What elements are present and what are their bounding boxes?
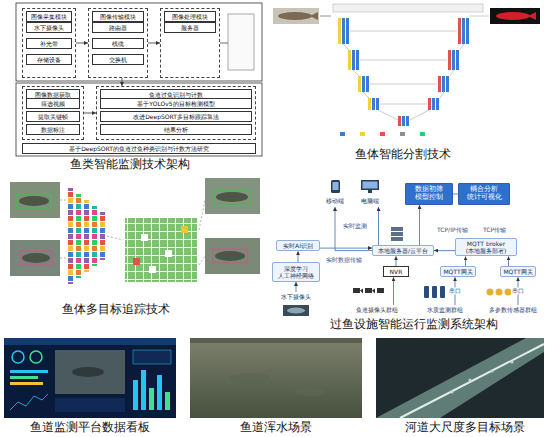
node-text: 图像处理模块 bbox=[164, 11, 216, 22]
node-text: MQTT网关 bbox=[503, 268, 532, 275]
process-box: 改进DeepSORT多目标跟踪算法 bbox=[100, 111, 252, 122]
node-text: NVR bbox=[390, 268, 403, 275]
figure-caption: 鱼类智能监测技术架构 bbox=[70, 158, 190, 172]
process-box: 存储设备 bbox=[26, 54, 72, 65]
gateway-box: MQTT网关 bbox=[500, 266, 536, 277]
connector bbox=[84, 113, 96, 114]
device-label: 电脑端 bbox=[355, 195, 385, 207]
connector bbox=[335, 207, 372, 251]
node-text: 提取关键帧 bbox=[38, 113, 68, 120]
figure-caption: 鱼体多目标追踪技术 bbox=[62, 303, 170, 317]
node-text: 移动端 bbox=[326, 197, 344, 204]
gateway-box: MQTT网关 bbox=[440, 266, 476, 277]
node-text: 基于YOLOv5的目标检测模型 bbox=[137, 100, 214, 107]
process-box: 服务器 bbox=[164, 22, 216, 33]
connector bbox=[419, 205, 420, 245]
service-box: 深度学习 人工神经网络 bbox=[272, 262, 320, 282]
node-text: 筛选视频 bbox=[41, 100, 65, 107]
process-box: 路由器 bbox=[92, 22, 144, 33]
figure-caption: 鱼体智能分割技术 bbox=[355, 148, 451, 162]
connector bbox=[434, 250, 455, 251]
process-box: 交换机 bbox=[92, 54, 144, 65]
node-text: 服务器 bbox=[181, 24, 199, 31]
node-text: 深度学习 人工神经网络 bbox=[275, 265, 317, 279]
node-text: 电脑端 bbox=[361, 197, 379, 204]
connector bbox=[320, 248, 372, 249]
node-text: 结果分析 bbox=[164, 126, 188, 133]
node-text: 水下摄像头 bbox=[34, 24, 64, 31]
broker-box: MQTT broker (本地服务部署) bbox=[455, 238, 517, 256]
connector bbox=[148, 43, 160, 44]
process-box: 筛选视频 bbox=[26, 98, 80, 109]
connector bbox=[122, 78, 123, 86]
node-text: 水下摄像头 bbox=[281, 293, 311, 300]
figure-caption: 鱼道浑水场景 bbox=[240, 421, 312, 435]
module-group: 图像采集模块水下摄像头补光带存储设备 bbox=[22, 8, 76, 78]
service-box: 实时AI识别 bbox=[276, 240, 320, 251]
nvr-box: NVR bbox=[383, 266, 409, 277]
node-text: 水质监测群组 bbox=[427, 306, 463, 313]
module-group: 图像传输模块路由器线缆交换机 bbox=[88, 8, 148, 78]
node-text: 改进DeepSORT多目标跟踪算法 bbox=[133, 113, 219, 120]
connector bbox=[378, 207, 379, 245]
link-label: TCP/IP传输 bbox=[436, 226, 469, 233]
link-label: TCP传输 bbox=[482, 226, 507, 233]
link-label: 实时数据传输 bbox=[325, 256, 363, 263]
node-text: MQTT broker (本地服务部署) bbox=[458, 240, 514, 254]
figure-caption: 河道大尺度多目标场景 bbox=[405, 421, 525, 435]
node-text: 交换机 bbox=[109, 56, 127, 63]
node-text: 实时AI识别 bbox=[283, 242, 313, 249]
process-box: 补光带 bbox=[26, 38, 72, 49]
figure-caption: 过鱼设施智能运行监测系统架构 bbox=[330, 318, 498, 332]
module-group: 图像处理模块服务器 bbox=[160, 8, 220, 78]
node-text: 多参数传感器群组 bbox=[489, 306, 537, 313]
connector bbox=[298, 251, 299, 262]
title-bar: 基于DeepSORT的鱼道过鱼种类识别与计数方法研究 bbox=[22, 143, 256, 154]
link-label: 实时监测 bbox=[342, 222, 368, 229]
function-box: 数据初筛 模型控制 bbox=[405, 183, 453, 205]
device-label: 水下摄像头 bbox=[276, 292, 316, 302]
connector bbox=[396, 256, 397, 266]
node-text: MQTT网关 bbox=[443, 268, 472, 275]
connector-label: 串口 bbox=[448, 288, 462, 295]
connector bbox=[465, 256, 466, 266]
module-group: 图像数据获取筛选视频提取关键帧数据标注 bbox=[22, 86, 84, 140]
node-text: 数据初筛 模型控制 bbox=[408, 186, 450, 202]
connector bbox=[393, 277, 394, 305]
connector bbox=[508, 256, 509, 266]
server-box: 本地服务器/云平台 bbox=[372, 245, 434, 256]
device-group: 鱼道摄像头群组 bbox=[350, 305, 404, 315]
node-text: 存储设备 bbox=[37, 56, 61, 63]
device-group: 水质监测群组 bbox=[420, 305, 470, 315]
node-text: 基于DeepSORT的鱼道过鱼种类识别与计数方法研究 bbox=[69, 145, 209, 152]
process-box: 线缆 bbox=[92, 38, 144, 49]
process-box: 水下摄像头 bbox=[26, 22, 72, 33]
process-box: 结果分析 bbox=[100, 124, 252, 135]
device-label: 移动端 bbox=[320, 195, 350, 207]
connector bbox=[296, 282, 297, 292]
node-text: 补光带 bbox=[40, 40, 58, 47]
node-text: 本地服务器/云平台 bbox=[378, 247, 428, 254]
node-text: 图像传输模块 bbox=[92, 11, 144, 22]
device-group: 多参数传感器群组 bbox=[485, 305, 541, 315]
node-text: 鱼道摄像头群组 bbox=[356, 306, 398, 313]
node-text: 图像采集模块 bbox=[26, 11, 72, 22]
process-box: 数据标注 bbox=[26, 124, 80, 135]
figure-caption: 鱼道监测平台数据看板 bbox=[30, 421, 150, 435]
node-text: 路由器 bbox=[109, 24, 127, 31]
connector-label: 串口 bbox=[511, 288, 525, 295]
node-text: 线缆 bbox=[112, 40, 124, 47]
connector bbox=[76, 43, 88, 44]
node-text: 数据标注 bbox=[41, 126, 65, 133]
function-box: 耦合分析 统计可视化 bbox=[458, 183, 510, 205]
node-text: 耦合分析 统计可视化 bbox=[461, 186, 507, 202]
module-group: 鱼道过鱼识别与计数基于YOLOv5的目标检测模型改进DeepSORT多目标跟踪算… bbox=[96, 86, 256, 140]
process-box: 提取关键帧 bbox=[26, 111, 80, 122]
process-box: 基于YOLOv5的目标检测模型 bbox=[100, 98, 252, 109]
